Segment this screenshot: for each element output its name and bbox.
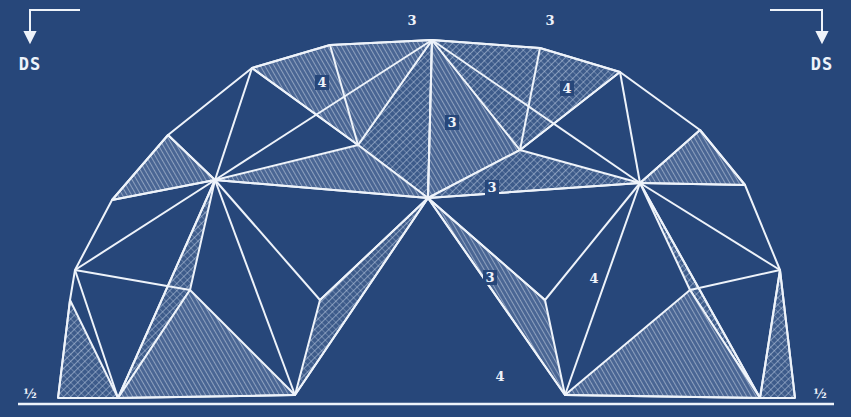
section-marker: DS [809,55,835,74]
callout-number: 4 [560,81,573,96]
callout-number: 4 [587,271,600,286]
scale-mark: ½ [811,386,829,401]
scale-mark: ½ [21,386,39,401]
section-marker: DS [17,55,43,74]
callout-number: 3 [543,13,556,28]
callout-number: 4 [493,369,506,384]
callout-number: 3 [445,115,458,130]
callout-number: 3 [485,180,498,195]
callout-number: 3 [483,270,496,285]
callout-number: 3 [405,13,418,28]
callout-number: 4 [315,75,328,90]
